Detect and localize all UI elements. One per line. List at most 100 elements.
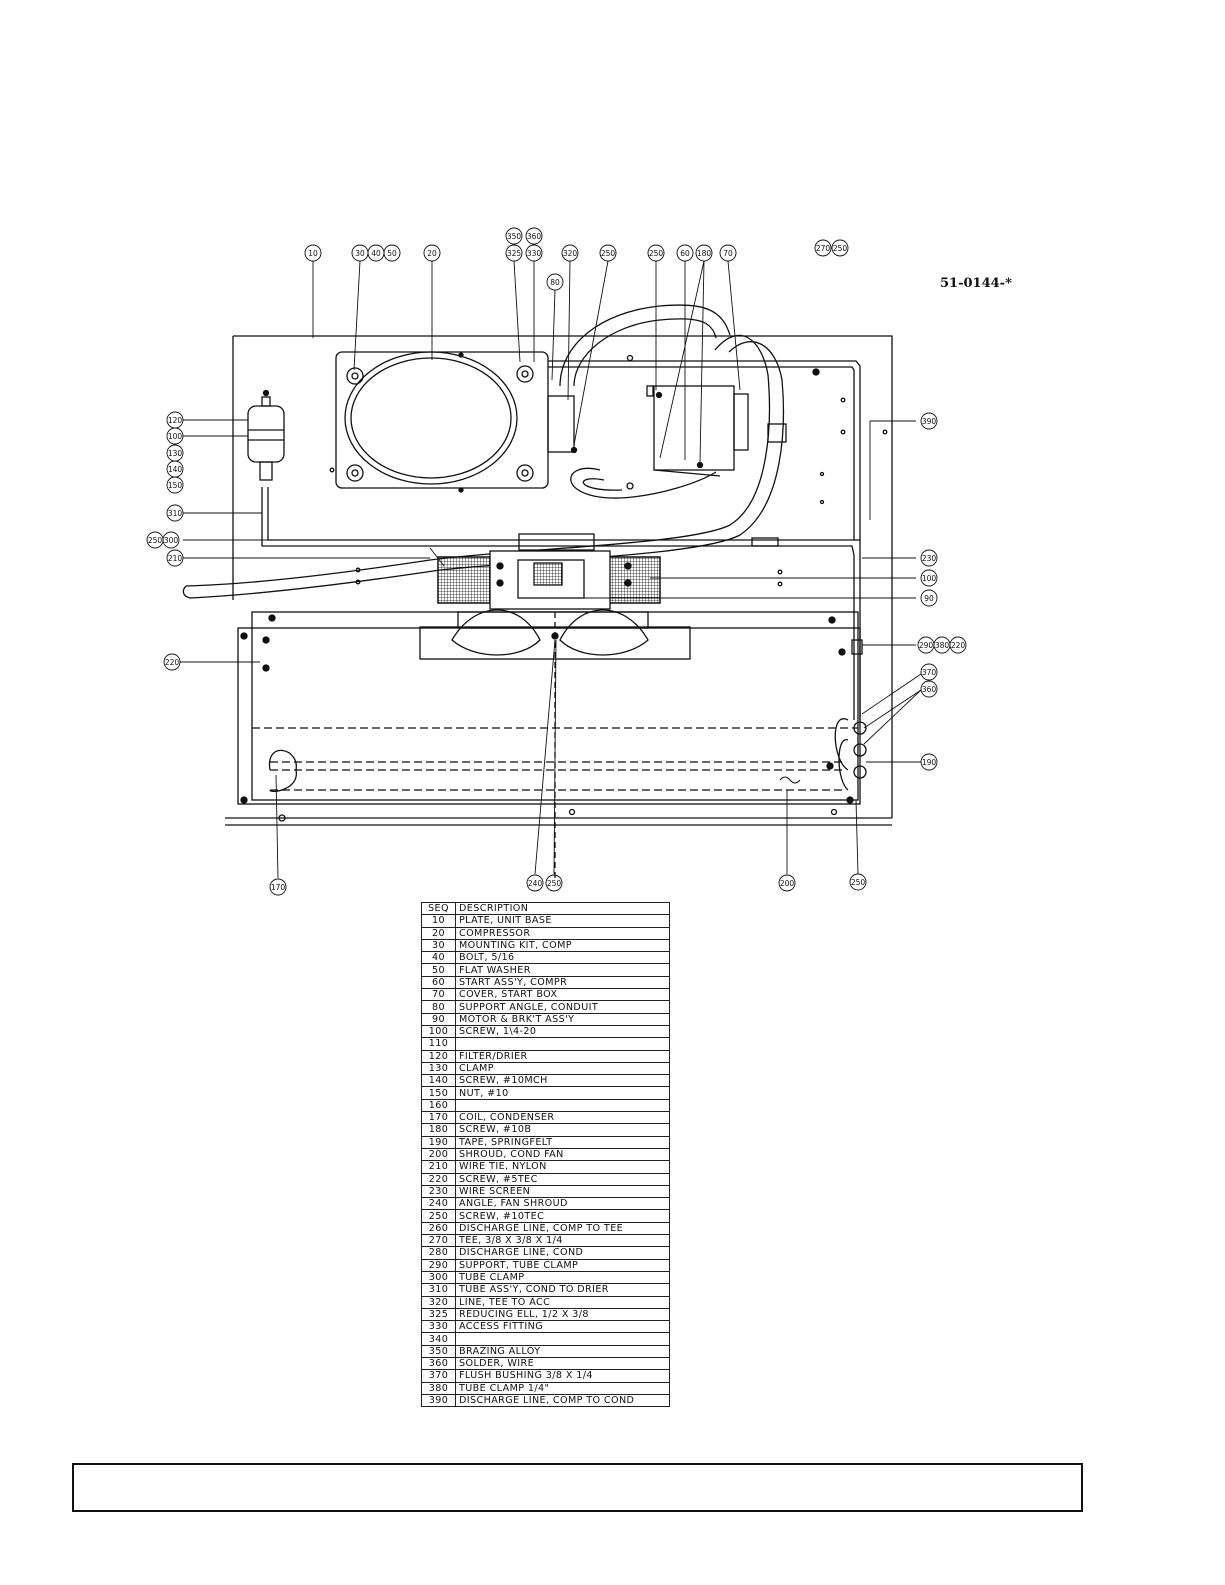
part-description: TUBE CLAMP 1/4" bbox=[455, 1381, 670, 1395]
part-seq: 230 bbox=[421, 1184, 456, 1199]
callouts: 10 30 40 50 20 350 360 325 330 80 320 25… bbox=[146, 227, 967, 896]
part-description: COIL, CONDENSER bbox=[455, 1111, 670, 1125]
callout-200: 200 bbox=[780, 879, 795, 888]
callout-220-b: 220 bbox=[951, 641, 966, 650]
compressor bbox=[335, 351, 575, 493]
part-description bbox=[455, 1098, 670, 1113]
part-seq: 20 bbox=[421, 926, 456, 940]
filter-drier bbox=[247, 389, 285, 481]
part-seq: 360 bbox=[421, 1356, 456, 1371]
callout-250-d: 250 bbox=[148, 536, 163, 545]
leader-lines bbox=[180, 260, 922, 879]
part-description: CLAMP bbox=[455, 1061, 670, 1076]
part-seq: 300 bbox=[421, 1270, 456, 1285]
part-seq: 310 bbox=[421, 1283, 456, 1297]
part-description: SHROUD, COND FAN bbox=[455, 1147, 670, 1162]
start-box bbox=[646, 385, 787, 477]
part-description: COMPRESSOR bbox=[455, 926, 670, 940]
table-row: 160 bbox=[421, 1098, 670, 1113]
callout-250-e: 250 bbox=[547, 879, 562, 888]
callout-350: 350 bbox=[507, 232, 522, 241]
callout-80: 80 bbox=[550, 278, 560, 287]
callout-50: 50 bbox=[387, 249, 397, 258]
part-description: TUBE CLAMP bbox=[455, 1270, 670, 1285]
callout-360-top: 360 bbox=[527, 232, 542, 241]
table-row: 110 bbox=[421, 1037, 670, 1051]
callout-370: 370 bbox=[922, 668, 937, 677]
callout-20: 20 bbox=[427, 249, 437, 258]
part-seq: 270 bbox=[421, 1234, 456, 1248]
part-seq: 100 bbox=[421, 1024, 456, 1039]
part-description: SCREW, 1\4-20 bbox=[455, 1024, 670, 1039]
part-description: SCREW, #5TEC bbox=[455, 1172, 670, 1186]
part-seq: 280 bbox=[421, 1246, 456, 1260]
part-description: COVER, START BOX bbox=[455, 988, 670, 1002]
callout-60: 60 bbox=[680, 249, 690, 258]
part-seq: 290 bbox=[421, 1258, 456, 1272]
drawing-number: 51-0144-* bbox=[940, 276, 1012, 291]
callout-310: 310 bbox=[168, 509, 183, 518]
part-seq: 60 bbox=[421, 975, 456, 990]
part-seq: 50 bbox=[421, 963, 456, 977]
parts-table-header: SEQ DESCRIPTION bbox=[421, 901, 670, 916]
part-description: FLAT WASHER bbox=[455, 963, 670, 977]
part-seq: 260 bbox=[421, 1221, 456, 1236]
part-description: DISCHARGE LINE, COMP TO COND bbox=[455, 1393, 670, 1408]
callout-380: 380 bbox=[935, 641, 950, 650]
part-description: SCREW, #10TEC bbox=[455, 1209, 670, 1223]
part-description: START ASS'Y, COMPR bbox=[455, 975, 670, 990]
part-seq: 370 bbox=[421, 1369, 456, 1383]
callout-320: 320 bbox=[563, 249, 578, 258]
callout-325: 325 bbox=[507, 249, 522, 258]
plate-holes bbox=[329, 354, 888, 587]
part-description: SCREW, #10MCH bbox=[455, 1074, 670, 1088]
callout-230: 230 bbox=[922, 554, 937, 563]
callout-180: 180 bbox=[697, 249, 712, 258]
callout-330: 330 bbox=[527, 249, 542, 258]
callout-170: 170 bbox=[271, 883, 286, 892]
part-seq: 390 bbox=[421, 1393, 456, 1408]
part-seq: 325 bbox=[421, 1307, 456, 1322]
part-seq: 350 bbox=[421, 1344, 456, 1358]
part-seq: 160 bbox=[421, 1098, 456, 1113]
part-seq: 140 bbox=[421, 1074, 456, 1088]
part-description: SOLDER, WIRE bbox=[455, 1356, 670, 1371]
part-description: TEE, 3/8 X 3/8 X 1/4 bbox=[455, 1234, 670, 1248]
part-description: SUPPORT ANGLE, CONDUIT bbox=[455, 1000, 670, 1014]
part-seq: 120 bbox=[421, 1049, 456, 1063]
part-seq: 200 bbox=[421, 1147, 456, 1162]
part-description: SUPPORT, TUBE CLAMP bbox=[455, 1258, 670, 1272]
part-description bbox=[455, 1332, 670, 1346]
part-seq: 70 bbox=[421, 988, 456, 1002]
callout-40: 40 bbox=[371, 249, 381, 258]
part-description: BRAZING ALLOY bbox=[455, 1344, 670, 1358]
part-description: MOUNTING KIT, COMP bbox=[455, 938, 670, 953]
part-seq: 90 bbox=[421, 1012, 456, 1026]
part-seq: 250 bbox=[421, 1209, 456, 1223]
part-seq: 80 bbox=[421, 1000, 456, 1014]
part-description: FLUSH BUSHING 3/8 X 1/4 bbox=[455, 1369, 670, 1383]
part-seq: 380 bbox=[421, 1381, 456, 1395]
